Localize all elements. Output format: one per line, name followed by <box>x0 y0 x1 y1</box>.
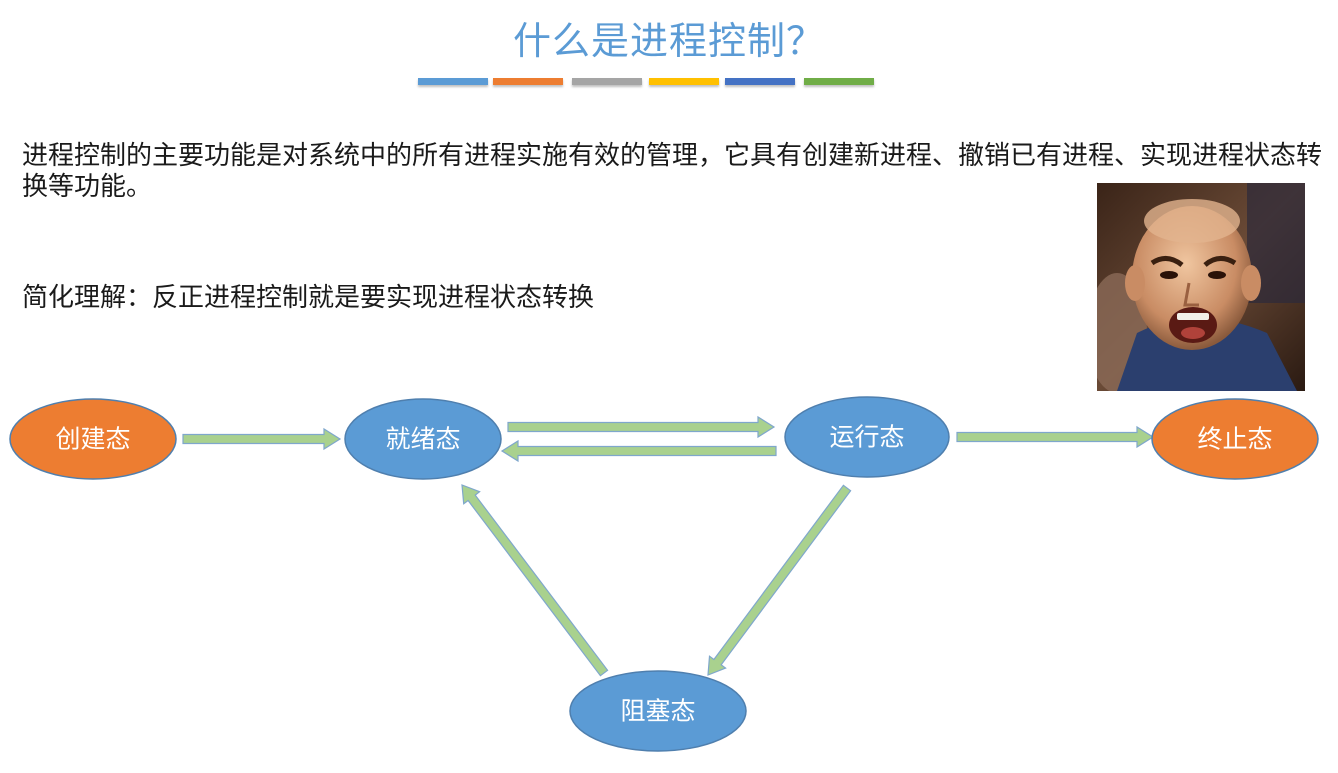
accent-bar <box>493 78 563 85</box>
state-ellipse <box>1151 398 1319 480</box>
arrow-create-to-ready <box>182 427 342 451</box>
state-ellipse <box>9 398 177 480</box>
state-node-terminated: 终止态 <box>1151 398 1319 480</box>
description-paragraph: 进程控制的主要功能是对系统中的所有进程实施有效的管理，它具有创建新进程、撤销已有… <box>22 141 1323 202</box>
meme-photo <box>1097 183 1305 391</box>
state-label-blocked: 阻塞态 <box>620 697 695 726</box>
accent-bar <box>418 78 488 85</box>
arrow-blocked-to-ready <box>461 484 609 677</box>
state-node-ready: 就绪态 <box>344 398 502 480</box>
arrow-running-to-terminated <box>956 425 1155 449</box>
state-node-blocked: 阻塞态 <box>569 670 747 752</box>
state-label-terminated: 终止态 <box>1197 425 1272 454</box>
state-ellipse <box>784 396 950 478</box>
arrow-ready-to-running <box>507 415 776 439</box>
arrow-running-to-blocked <box>707 484 852 676</box>
meme-face-illustration <box>1097 183 1305 391</box>
state-label-create: 创建态 <box>55 425 130 454</box>
arrow-running-to-ready <box>500 439 777 463</box>
state-ellipse <box>569 670 747 752</box>
state-label-ready: 就绪态 <box>385 425 460 454</box>
state-ellipse <box>344 398 502 480</box>
accent-bar <box>649 78 719 85</box>
accent-bar <box>804 78 874 85</box>
state-label-running: 运行态 <box>829 423 904 452</box>
page-title: 什么是进程控制？ <box>512 19 825 63</box>
transition-arrows <box>182 415 1155 677</box>
accent-bar <box>572 78 642 85</box>
state-node-running: 运行态 <box>784 396 950 478</box>
state-node-create: 创建态 <box>9 398 177 480</box>
accent-bar <box>725 78 795 85</box>
simplified-note: 简化理解：反正进程控制就是要实现进程状态转换 <box>22 283 595 313</box>
